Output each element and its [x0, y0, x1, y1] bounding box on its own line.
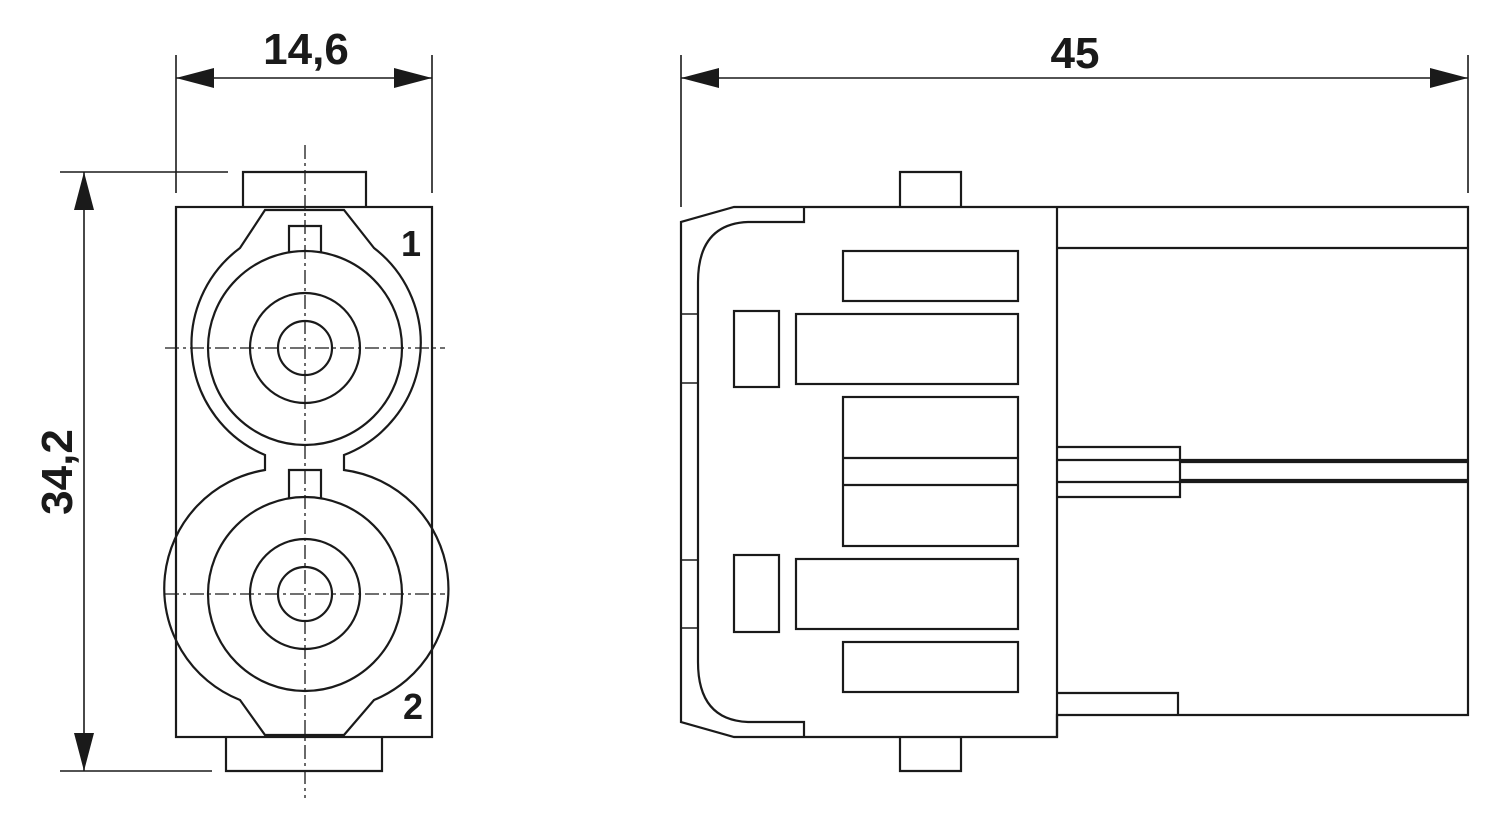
front-bottom-tab [224, 737, 384, 773]
side-rear-cable-clamp [1057, 445, 1182, 499]
width-arrow-right [394, 68, 432, 88]
side-view [679, 170, 1470, 773]
width-dimension-label: 14,6 [263, 25, 349, 74]
front-view: 1 2 [163, 145, 450, 798]
side-slot-1 [841, 249, 1020, 303]
side-slot-3 [841, 395, 1020, 548]
height-dimension: 34,2 [33, 171, 228, 772]
side-body-outline [679, 205, 1470, 739]
side-nose-notch-bottom [681, 559, 698, 629]
pin-label-2: 2 [403, 686, 423, 727]
side-nose-notch-top [681, 313, 698, 384]
height-arrow-top [74, 172, 94, 210]
side-rear-bottom-step [1057, 691, 1180, 715]
height-dimension-label: 34,2 [33, 429, 82, 515]
insert-outer-contour [163, 208, 450, 737]
side-latch-window-bottom [732, 553, 781, 634]
side-slot-5 [841, 640, 1020, 694]
front-body-outline [174, 205, 434, 739]
side-bottom-tab [898, 737, 963, 773]
side-slot-2 [794, 312, 1020, 386]
side-rear-cable [1057, 458, 1468, 484]
length-arrow-left [681, 68, 719, 88]
length-arrow-right [1430, 68, 1468, 88]
side-top-tab [898, 170, 963, 207]
width-arrow-left [176, 68, 214, 88]
length-dimension: 45 [680, 29, 1469, 207]
width-dimension: 14,6 [175, 25, 433, 193]
side-slot-4 [794, 557, 1020, 631]
height-arrow-bottom [74, 733, 94, 771]
length-dimension-label: 45 [1051, 29, 1100, 78]
side-latch-window-top [732, 309, 781, 389]
side-inner-front-contour [696, 207, 806, 737]
pin-label-1: 1 [401, 223, 421, 264]
